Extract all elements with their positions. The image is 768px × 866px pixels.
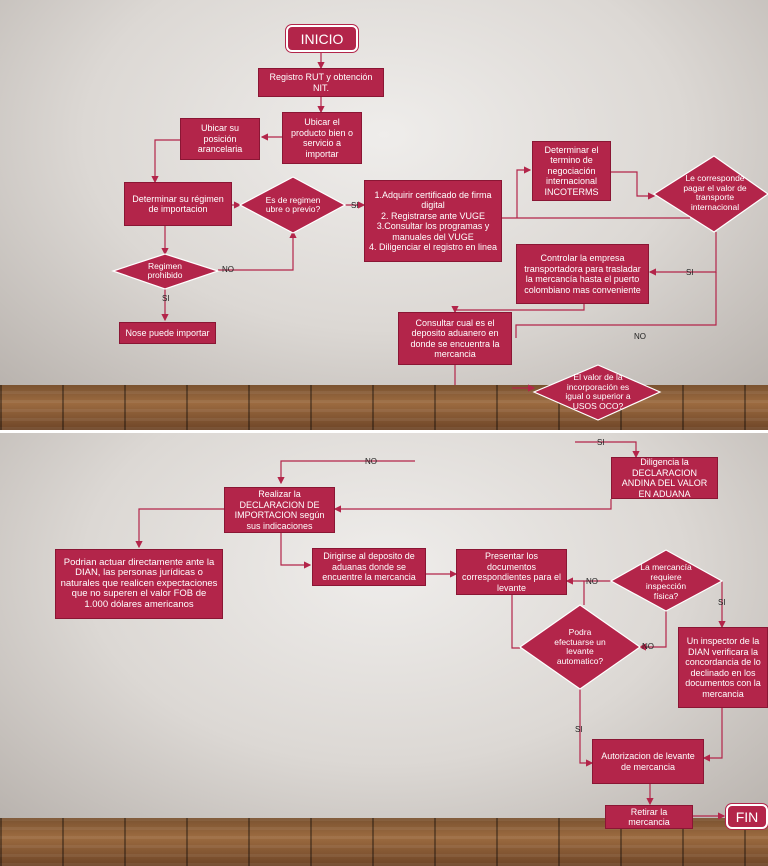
label-si-prohibido: SI xyxy=(162,294,170,303)
decision-transporte-text: Le corresponde pagar el valor de transpo… xyxy=(683,173,747,212)
label-no-levante: NO xyxy=(642,642,654,651)
process-dirigirse: Dirigirse al deposito de aduanas donde s… xyxy=(312,548,426,586)
process-autorizacion: Autorizacion de levante de mercancia xyxy=(592,739,704,784)
decision-inspeccion-text: La mercancía requiere inspección física? xyxy=(640,562,692,601)
label-si-transporte: SI xyxy=(686,268,694,277)
start-terminal: INICIO xyxy=(286,25,358,52)
label-no-prohibido: NO xyxy=(222,265,234,274)
bottom-panel: Diligencia la DECLARACION ANDINA DEL VAL… xyxy=(0,433,768,866)
label-si-inspeccion: SI xyxy=(718,598,726,607)
process-realizar-declaracion: Realizar la DECLARACION DE IMPORTACION s… xyxy=(224,487,335,533)
label-no-inspeccion: NO xyxy=(586,577,598,586)
decision-regimen-shape xyxy=(238,176,347,234)
process-inspector: Un inspector de la DIAN verificara la co… xyxy=(678,627,768,708)
decision-valor-text: El valor de la incorporación es igual o … xyxy=(565,372,631,411)
process-firma-vuge: 1.Adquirir certificado de firma digital … xyxy=(364,180,502,262)
label-si-levante: SI xyxy=(575,725,583,734)
process-incoterms: Determinar el termino de negociación int… xyxy=(532,141,611,201)
decision-prohibido-shape xyxy=(111,253,220,290)
process-ubicar-producto: Ubicar el producto bien o servicio a imp… xyxy=(282,112,362,164)
process-nose-importar: Nose puede importar xyxy=(119,322,216,344)
decision-valor-shape xyxy=(532,364,662,421)
panel-separator xyxy=(0,430,768,433)
process-ubicar-posicion: Ubicar su posición arancelaria xyxy=(180,118,260,160)
process-diligencia: Diligencia la DECLARACION ANDINA DEL VAL… xyxy=(611,457,718,499)
label-no-top: NO xyxy=(365,457,377,466)
label-si-regimen: SI xyxy=(351,201,359,210)
label-no-transporte: NO xyxy=(634,332,646,341)
process-podrian: Podrian actuar directamente ante la DIAN… xyxy=(55,549,223,619)
decision-inspeccion-shape xyxy=(609,549,724,612)
decision-prohibido-text: Regimen prohibido xyxy=(147,260,183,280)
top-panel: INICIO Registro RUT y obtención NIT. Ubi… xyxy=(0,0,768,430)
end-terminal: FIN xyxy=(726,804,768,829)
process-deposito: Consultar cual es el deposito aduanero e… xyxy=(398,312,512,365)
decision-transporte-shape xyxy=(652,155,768,233)
process-presentar: Presentar los documentos correspondiente… xyxy=(456,549,567,595)
decision-regimen-text: Es de regimen ubre o previo? xyxy=(265,194,321,214)
process-retirar: Retirar la mercancia xyxy=(605,805,693,829)
bottom-connectors xyxy=(135,441,726,820)
process-controlar: Controlar la empresa transportadora para… xyxy=(516,244,649,304)
top-connectors xyxy=(111,52,768,421)
label-si-top: SI xyxy=(597,438,605,447)
process-rut: Registro RUT y obtención NIT. xyxy=(258,68,384,97)
process-regimen: Determinar su régimen de importacion xyxy=(124,182,232,226)
decision-levante-text: Podra efectuarse un levante automatico? xyxy=(554,627,606,666)
decision-levante-shape xyxy=(518,604,642,690)
